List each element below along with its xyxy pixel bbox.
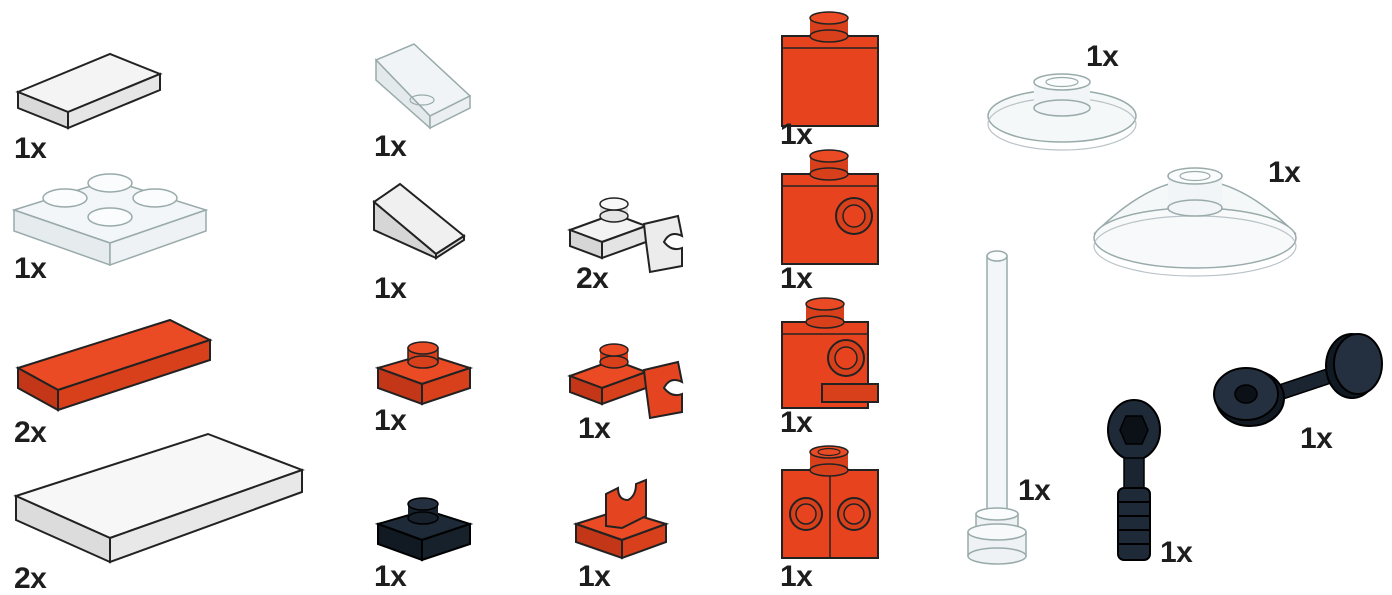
part-qty: 1x	[578, 560, 611, 593]
part-qty: 2x	[14, 416, 47, 449]
part-qty: 2x	[576, 262, 609, 295]
black-ring-connector-icon	[1104, 396, 1164, 568]
part-qty: 1x	[374, 130, 407, 163]
red-plate-icon	[374, 338, 474, 410]
part-qty: 1x	[1018, 474, 1051, 507]
part-qty: 1x	[780, 118, 813, 151]
transparent-antenna-icon	[964, 246, 1030, 568]
transparent-small-dish-icon	[984, 68, 1140, 152]
red-brick-icon	[778, 11, 882, 130]
red-brick-side-stud-icon	[778, 149, 882, 268]
part-qty: 1x	[1086, 40, 1119, 73]
part-qty: 1x	[780, 262, 813, 295]
red-brick-two-side-studs-icon	[778, 445, 882, 564]
transparent-slope-icon	[370, 40, 480, 130]
transparent-plate-icon	[10, 165, 210, 270]
part-qty: 1x	[780, 560, 813, 593]
transparent-large-dish-icon	[1088, 167, 1302, 280]
part-qty: 1x	[1268, 156, 1301, 189]
part-qty: 1x	[14, 132, 47, 165]
white-slope-icon	[370, 180, 470, 260]
part-qty: 1x	[374, 560, 407, 593]
part-qty: 1x	[1300, 422, 1333, 455]
part-qty: 1x	[374, 272, 407, 305]
part-qty: 1x	[14, 252, 47, 285]
part-qty: 2x	[14, 562, 47, 595]
white-large-tile-icon	[12, 430, 307, 570]
red-clip-plate-icon	[566, 342, 686, 424]
part-qty: 1x	[578, 412, 611, 445]
black-wheel-axle-icon	[1212, 332, 1384, 432]
white-clip-plate-icon	[566, 196, 686, 278]
red-tile-icon	[14, 316, 214, 416]
black-plate-icon	[374, 494, 474, 566]
white-tile-icon	[14, 50, 164, 130]
part-qty: 1x	[374, 404, 407, 437]
part-qty: 1x	[1160, 536, 1193, 569]
part-qty: 1x	[780, 406, 813, 439]
red-clip-upright-icon	[572, 478, 672, 562]
red-headlight-brick-icon	[778, 297, 882, 416]
